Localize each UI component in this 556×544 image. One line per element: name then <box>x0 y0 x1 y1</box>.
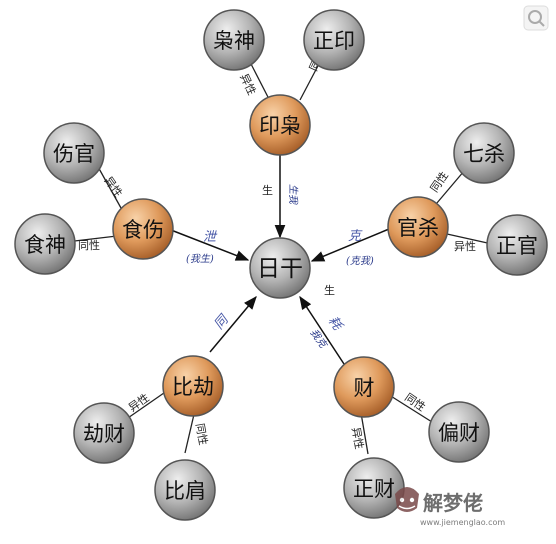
rel-shi-note: (我生) <box>186 253 214 265</box>
node-guan-sha: 官杀 <box>387 196 449 258</box>
node-shang-guan: 伤官 <box>43 122 105 184</box>
node-shi-shang-label: 食伤 <box>122 218 164 242</box>
node-pian-cai-label: 偏财 <box>438 421 480 445</box>
node-shi-shen: 食神 <box>14 213 76 275</box>
node-xiao-shen: 枭神 <box>203 9 265 71</box>
node-zheng-guan-label: 正官 <box>496 234 538 258</box>
arrow-bi-to-center <box>209 295 257 353</box>
node-bi-jie: 比劫 <box>162 355 224 417</box>
watermark-mask-icon <box>395 487 419 512</box>
center-node-rigan: 日干 <box>249 237 311 299</box>
rel-yin-label: 生 <box>262 183 273 197</box>
node-zheng-guan: 正官 <box>486 214 548 276</box>
node-jie-cai: 劫财 <box>73 402 135 464</box>
center-side-label: 生 <box>324 283 335 297</box>
center-label: 日干 <box>257 256 303 282</box>
node-zheng-cai: 正财 <box>343 457 405 519</box>
rel-guan-label: 克 <box>348 229 363 244</box>
edge-label-xiao-diff: 异性 <box>237 71 259 97</box>
watermark-url: www.jiemenglao.com <box>420 518 505 527</box>
watermark-brand: 解梦佬 <box>423 491 483 515</box>
rel-yin-note: 生我 <box>287 184 299 205</box>
node-guan-sha-label: 官杀 <box>397 216 439 240</box>
node-cai-label: 财 <box>354 376 375 400</box>
edge-label-bijian-same: 同性 <box>193 422 211 446</box>
node-qi-sha-label: 七杀 <box>463 142 505 166</box>
node-bi-jie-label: 比劫 <box>172 375 214 399</box>
edge-label-shang-diff: 异性 <box>102 174 126 200</box>
node-zheng-cai-label: 正财 <box>353 477 395 501</box>
rel-shi-label: 泄 <box>203 230 218 245</box>
node-shi-shen-label: 食神 <box>24 233 66 257</box>
edge-label-jiecai-diff: 异性 <box>126 390 152 414</box>
node-yin-xiao: 印枭 <box>249 94 311 156</box>
rel-cai-note: 我克 <box>308 327 330 352</box>
node-qi-sha: 七杀 <box>453 122 515 184</box>
corner-search-icon[interactable] <box>523 5 549 31</box>
node-xiao-shen-label: 枭神 <box>213 29 255 53</box>
arrow-guan-to-center <box>310 228 390 262</box>
node-bi-jian-label: 比肩 <box>164 479 206 503</box>
edge-label-shishen-same: 同性 <box>78 238 100 252</box>
node-shang-guan-label: 伤官 <box>53 142 95 166</box>
watermark: 解梦佬 www.jiemenglao.com <box>395 487 505 527</box>
rel-cai-label: 耗 <box>325 314 346 335</box>
node-pian-cai: 偏财 <box>428 401 490 463</box>
edge-label-zhengguan-diff: 异性 <box>454 239 476 253</box>
node-shi-shang: 食伤 <box>112 198 174 260</box>
rel-guan-note: (克我) <box>346 255 374 267</box>
node-zheng-yin-label: 正印 <box>313 29 355 53</box>
node-cai: 财 <box>333 356 395 418</box>
node-zheng-yin: 正印 <box>303 9 365 71</box>
node-jie-cai-label: 劫财 <box>83 422 125 446</box>
node-bi-jian: 比肩 <box>154 459 216 521</box>
arrow-cai-to-center <box>299 295 345 365</box>
node-yin-xiao-label: 印枭 <box>259 114 301 138</box>
edge-label-piancai-same: 同性 <box>402 390 428 414</box>
edge-label-zhengcai-diff: 异性 <box>349 426 367 450</box>
arrow-shi-to-center <box>170 229 250 261</box>
